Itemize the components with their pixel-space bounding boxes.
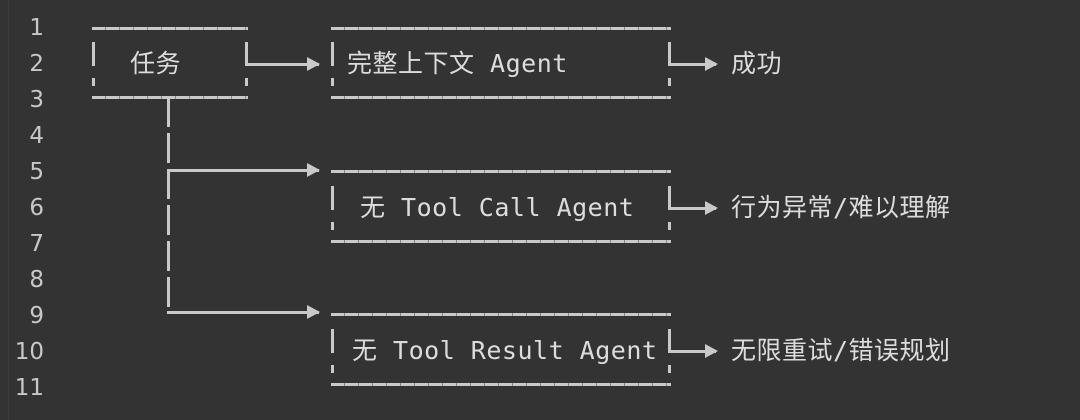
- outcome-label-infinite-retry: 无限重试/错误规划: [731, 336, 951, 365]
- line-number: 8: [29, 267, 44, 293]
- line-number: 9: [29, 303, 44, 329]
- arrow-head-icon: [705, 344, 718, 358]
- line-number: 7: [29, 231, 44, 257]
- arrow-head-icon: [705, 57, 718, 71]
- outcome-label-abnormal-behavior: 行为异常/难以理解: [731, 193, 951, 222]
- node-border-top: [331, 313, 671, 316]
- line-number: 6: [29, 195, 44, 221]
- connector-line: [668, 350, 716, 353]
- connector-line: [167, 169, 319, 172]
- arrow-head-icon: [307, 305, 320, 319]
- connector-line: [167, 311, 319, 314]
- line-number: 1: [29, 15, 44, 41]
- connector-line: [668, 63, 716, 66]
- line-number: 5: [29, 159, 44, 185]
- node-task-label: 任务: [130, 49, 182, 78]
- line-number: 10: [14, 339, 44, 365]
- connector-line: [167, 97, 170, 311]
- node-border-top: [331, 170, 671, 173]
- line-number: 11: [14, 375, 44, 401]
- node-task-border-bottom: [92, 96, 248, 99]
- node-border-bottom: [331, 240, 671, 243]
- node-border-top: [331, 27, 671, 30]
- arrow-head-icon: [307, 57, 320, 71]
- node-border-left: [331, 42, 334, 86]
- connector-line: [668, 207, 716, 210]
- node-border-left: [331, 329, 334, 373]
- node-border-bottom: [331, 96, 671, 99]
- arrow-head-icon: [307, 163, 320, 177]
- node-no-tool-result-agent-label: 无 Tool Result Agent: [352, 336, 658, 365]
- node-no-tool-call-agent-label: 无 Tool Call Agent: [360, 193, 635, 222]
- node-task-border-left: [92, 42, 95, 86]
- line-number: 3: [29, 87, 44, 113]
- arrow-head-icon: [705, 201, 718, 215]
- connector-line: [245, 63, 319, 66]
- editor-left-edge: [8, 0, 9, 420]
- node-task-border-top: [92, 27, 248, 30]
- node-border-bottom: [331, 383, 671, 386]
- node-border-left: [331, 186, 334, 230]
- line-number: 2: [29, 51, 44, 77]
- line-number: 4: [29, 123, 44, 149]
- outcome-label-success: 成功: [731, 49, 783, 78]
- line-number-gutter: 1 2 3 4 5 6 7 8 9 10 11: [0, 0, 62, 420]
- node-full-context-agent-label: 完整上下文 Agent: [347, 49, 568, 78]
